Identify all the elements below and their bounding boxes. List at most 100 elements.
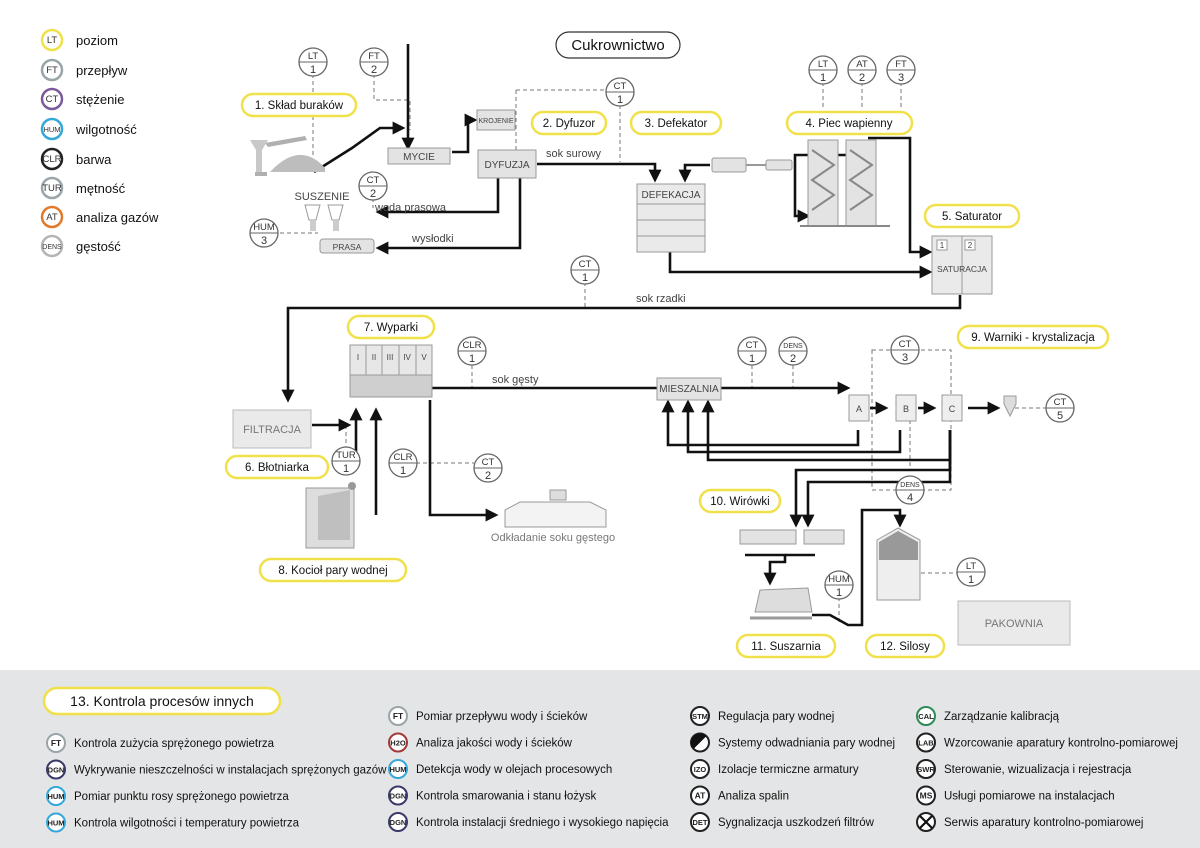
bottom-item-symbol: FT [393,711,404,721]
drying-funnels-icon [304,204,344,231]
instrument-bubble-ft3-piec: FT3 [886,55,916,85]
flow-label: sok surowy [546,148,602,160]
bottom-item-text: Kontrola smarowania i stanu łożysk [416,791,596,803]
stage-label-text: 5. Saturator [942,211,1002,223]
instrument-symbol: CT [367,175,380,186]
legend-code: CLR [42,154,61,165]
equipment: PRASA SUSZENIE MYCIE KROJENIE DYFUZJA [232,109,1071,646]
bottom-item-icon [916,785,936,806]
legend-label: gęstość [76,239,121,254]
stage-label: 5. Saturator [923,203,1021,229]
crystallizer-b: B [895,394,917,422]
legend-item: LT poziom [40,28,118,52]
legend-code: DENS [42,244,62,251]
bottom-item-text: Usługi pomiarowe na instalacjach [944,791,1115,803]
stage-label: 2. Dyfuzor [530,110,608,136]
instrument-bubble-lt1-piec: LT1 [808,55,838,85]
filtration-unit: FILTRACJA [232,409,312,449]
instrument-symbol: DENS [900,482,920,489]
bottom-item-text: Izolacje termiczne armatury [718,764,859,776]
prasa-label: PRASA [333,242,362,252]
instrument-bubble-ct3-warniki: CT3 [890,335,920,365]
instrument-symbol: LT [818,59,829,70]
wrench-icon [919,815,933,829]
instrument-bubble-ct2-prasa: CT2 [358,171,388,201]
legend-item: CLR barwa [40,147,112,171]
bottom-item-icon [916,732,936,753]
legend-code: CT [46,94,59,105]
instrument-symbol: HUM [253,222,275,233]
instrument-number: 2 [859,72,865,84]
bottom-item-symbol: CAL [918,712,934,721]
bottom-item-icon [916,706,936,726]
packing-unit: PAKOWNIA [957,600,1071,646]
stage-label-text: 8. Kocioł pary wodnej [278,565,387,577]
stage-label-text: 12. Silosy [880,641,930,653]
bottom-item-text: Kontrola zużycia sprężonego powietrza [74,738,275,750]
legend-item: HUM wilgotność [40,117,137,141]
instrument-number: 3 [902,352,908,364]
page-title-text: Cukrownictwo [571,37,664,54]
legend: LT poziom FT przepływ CT stężenie HUM wi… [40,28,159,258]
evaporator-cell-label: V [421,353,427,362]
bottom-item-symbol: DGN [48,766,65,775]
page-title: Cukrownictwo [555,31,681,59]
saturacja-label: SATURACJA [937,264,987,274]
evaporator-cell-label: III [387,353,394,362]
instrument-number: 1 [469,353,475,365]
stage-label-text: 4. Piec wapienny [806,118,893,130]
instrument-number: 2 [371,64,377,76]
half-circle-icon [690,733,707,749]
stage-label-text: 11. Suszarnia [751,641,821,653]
instrument-number: 2 [485,470,491,482]
bottom-list-item: MS Usługi pomiarowe na instalacjach [916,785,1115,806]
instrument-symbol: FT [368,51,380,62]
bottom-item-symbol: DET [693,818,708,827]
thick-juice-tank: Odkładanie soku gęstego [491,489,615,544]
stage-label-text: 7. Wyparki [364,322,418,334]
legend-ft-icon [40,58,64,82]
legend-label: stężenie [76,92,124,107]
instrument-symbol: CT [1054,397,1067,408]
legend-item: CT stężenie [40,87,124,111]
stage-label: 3. Defekator [629,110,723,136]
dyfuzja-label: DYFUZJA [485,160,530,171]
saturator-cell-label: 2 [968,241,973,250]
legend-label: mętność [76,181,126,196]
instrument-number: 5 [1057,410,1063,422]
instrument-symbol: HUM [828,574,850,585]
instrument-bubble-ct2-kociol: CT2 [473,453,503,483]
cutting-unit: KROJENIE [476,109,516,131]
instrument-number: 3 [261,235,267,247]
instrument-symbol: TUR [336,450,356,461]
instrument-symbol: DENS [783,343,803,350]
legend-code: FT [46,65,58,76]
bottom-item-icon [690,706,710,726]
crystal-output-icon [1003,395,1017,418]
bottom-item-symbol: SWR [917,765,935,774]
bottom-item-text: Wzorcowanie aparatury kontrolno-pomiarow… [944,738,1178,750]
flow-labels: woda prasowa wysłodki sok surowy sok rza… [374,148,686,386]
legend-tur-icon [40,176,64,200]
bottom-item-symbol: HUM [47,792,64,801]
instrument-symbol: AT [856,59,868,70]
legend-label: wilgotność [75,122,137,137]
bottom-list-item: Systemy odwadniania pary wodnej [690,732,895,753]
bottom-item-icon [388,812,408,832]
evaporator-cell-label: I [357,353,359,362]
instrument-bubble-hum3-prasa: HUM 3 [249,218,279,248]
centrifuge-icon [739,529,845,545]
legend-ct-icon [40,87,64,111]
instrument-bubble-ct5-out: CT 5 [1045,393,1075,423]
lime-kiln-icon [800,139,890,227]
bottom-item-symbol: MS [920,791,933,801]
